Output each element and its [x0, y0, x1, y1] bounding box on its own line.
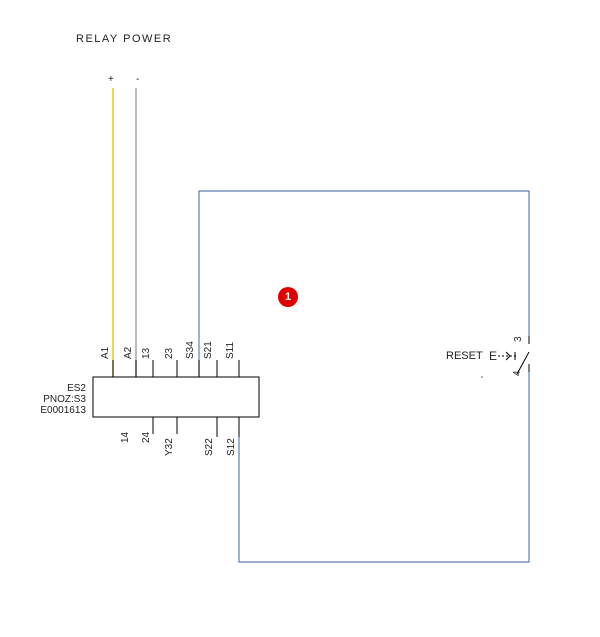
terminal-S11: S11: [225, 341, 236, 359]
device-part: E0001613: [40, 405, 86, 416]
terminal-S12: S12: [226, 438, 237, 456]
minus-label: -: [136, 74, 140, 85]
terminal-23: 23: [164, 347, 175, 359]
terminal-A1: A1: [100, 346, 111, 359]
reset-symbol-label: E: [489, 349, 498, 363]
device-tag: ES2: [67, 383, 86, 394]
plus-label: +: [108, 74, 114, 85]
marker-badge[interactable]: 1: [278, 287, 298, 307]
terminal-Y32: Y32: [164, 438, 175, 456]
reset-label: RESET: [446, 350, 483, 362]
terminal-24: 24: [141, 431, 152, 443]
reset-pin-bottom: 4: [512, 370, 523, 376]
reset-pin-top: 3: [513, 336, 524, 342]
terminal-14: 14: [120, 431, 131, 443]
top-terminal-stubs: [112, 360, 240, 377]
bottom-terminal-stubs: [152, 417, 240, 437]
terminal-S21: S21: [203, 341, 214, 359]
title-label: RELAY POWER: [76, 33, 173, 45]
device-model: PNOZ:S3: [43, 394, 86, 405]
reset-dot: [481, 376, 483, 378]
upper-loop-wire: [198, 190, 530, 378]
lower-loop-wire: [238, 372, 530, 563]
terminal-13: 13: [141, 347, 152, 359]
terminal-S22: S22: [204, 438, 215, 456]
terminal-S34: S34: [185, 341, 196, 359]
terminal-A2: A2: [123, 346, 134, 359]
relay-box: [92, 376, 260, 418]
reset-switch-symbol: [498, 336, 530, 375]
